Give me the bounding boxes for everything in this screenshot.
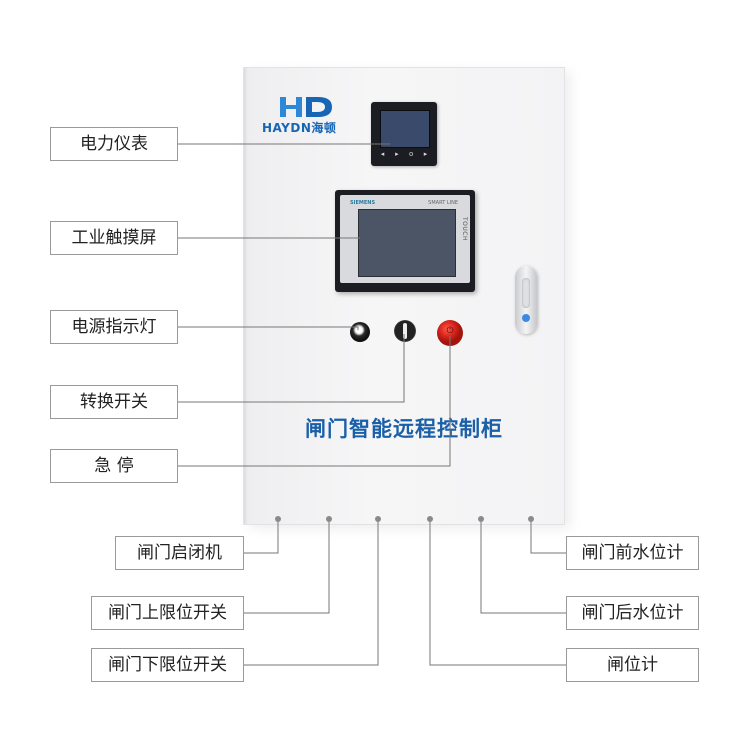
leader-gate-upper-limit	[244, 520, 330, 614]
logo-text: HAYDN海顿	[262, 121, 337, 135]
meter-key: o	[409, 150, 414, 158]
cabinet-title: 闸门智能远程控制柜	[305, 416, 503, 441]
label-gate-hoist: 闸门启闭机	[115, 536, 244, 570]
meter-key: ▸	[395, 150, 399, 158]
label-power-lamp: 电源指示灯	[50, 310, 178, 344]
label-gate-position: 闸位计	[566, 648, 699, 682]
haydn-logo: HAYDN海顿	[262, 94, 357, 146]
power-symbol-icon: ⏻	[446, 326, 454, 336]
hmi-side-text: TOUCH	[461, 217, 468, 241]
label-front-water-level: 闸门前水位计	[566, 536, 699, 570]
label-gate-lower-limit: 闸门下限位开关	[91, 648, 244, 682]
switch-knob	[403, 323, 407, 339]
power-meter-device: ◂ ▸ o ▸	[371, 102, 437, 166]
emergency-stop-device: ⏻	[437, 320, 463, 346]
cabinet-edge	[244, 68, 248, 524]
hmi-screen	[358, 209, 456, 277]
leader-rear-water-level	[480, 520, 566, 614]
handle-slot	[522, 278, 530, 308]
meter-key: ◂	[380, 150, 385, 158]
meter-key: ▸	[423, 150, 428, 158]
label-touch-screen: 工业触摸屏	[50, 221, 178, 255]
meter-keypad: ◂ ▸ o ▸	[379, 151, 429, 161]
hd-logo-mark	[280, 97, 332, 117]
power-lamp-device	[350, 322, 370, 342]
label-emergency-stop: 急 停	[50, 449, 178, 483]
label-power-meter: 电力仪表	[50, 127, 178, 161]
leader-gate-position	[429, 520, 566, 666]
hmi-model: SMART LINE	[428, 200, 458, 206]
door-handle	[515, 266, 537, 334]
label-rear-water-level: 闸门后水位计	[566, 596, 699, 630]
label-gate-upper-limit: 闸门上限位开关	[91, 596, 244, 630]
meter-display	[380, 110, 430, 148]
label-selector-switch: 转换开关	[50, 385, 178, 419]
leader-front-water-level	[530, 520, 566, 554]
leader-gate-lower-limit	[244, 520, 379, 666]
hmi-brand: SIEMENS	[350, 200, 376, 206]
hmi-bezel: SIEMENS SMART LINE TOUCH	[340, 195, 470, 283]
touch-screen-device: SIEMENS SMART LINE TOUCH	[335, 190, 475, 292]
selector-switch-device	[394, 320, 416, 342]
lock-icon	[522, 314, 530, 322]
leader-gate-hoist	[244, 520, 279, 554]
